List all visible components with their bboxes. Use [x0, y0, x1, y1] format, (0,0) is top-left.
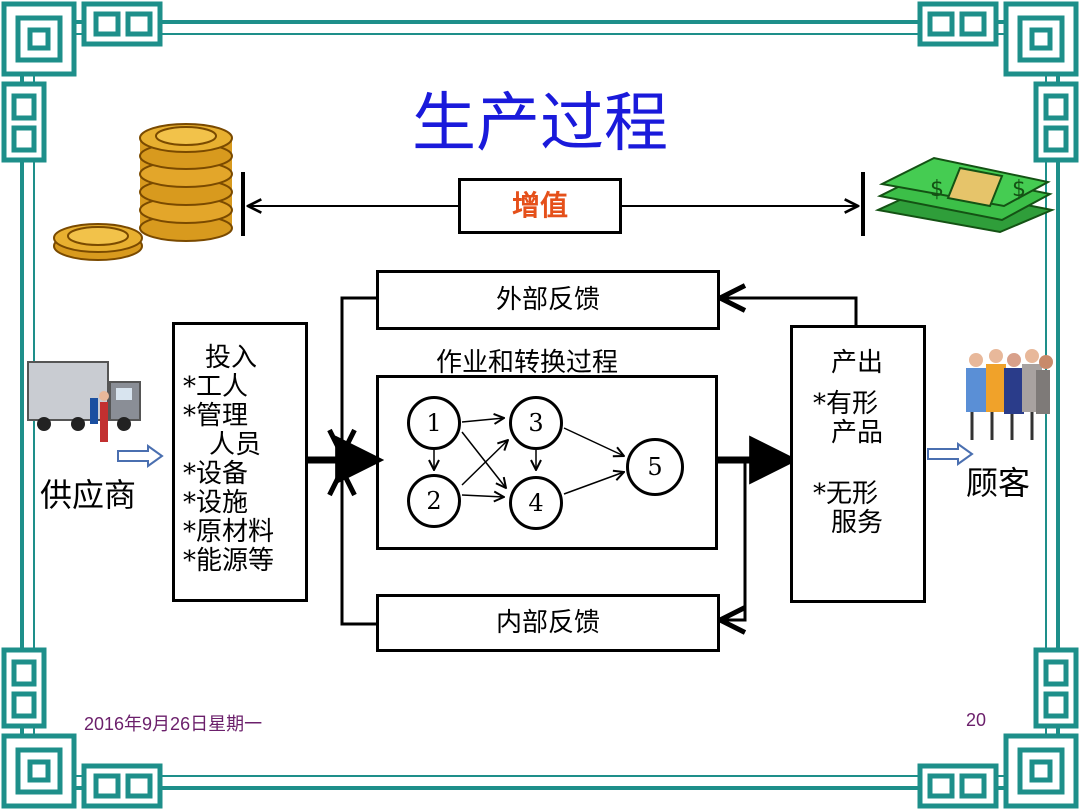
svg-text:$: $ [930, 177, 944, 202]
slide-title: 生产过程 [412, 87, 668, 161]
internal-feedback-box: 内部反馈 [376, 594, 720, 652]
output-item-products: 产品 [831, 418, 884, 448]
input-item-facilities: *设施 [183, 488, 249, 518]
internal-feedback-loop [342, 460, 747, 624]
value-added-label: 增值 [511, 189, 568, 222]
corner-ornament-bottom-left [1, 647, 163, 809]
input-item-workers: *工人 [183, 372, 249, 402]
output-list-intangible: *无形 服务 [813, 480, 883, 538]
output-item-intangible: *无形 [813, 479, 879, 509]
customer-label: 顾客 [966, 464, 1031, 502]
cash-stack-icon: $ $ [874, 156, 1056, 234]
coins-icon [53, 123, 233, 261]
input-title: 投入 [205, 343, 258, 373]
output-list-tangible: *有形 产品 [813, 390, 883, 448]
external-feedback-label: 外部反馈 [495, 285, 600, 315]
corner-ornament-top-right [917, 1, 1079, 163]
page-number: 20 [966, 710, 987, 730]
external-feedback-box: 外部反馈 [376, 270, 720, 330]
supplier-label: 供应商 [40, 476, 137, 514]
process-node-2: 2 [407, 474, 461, 528]
input-item-personnel: 人员 [209, 430, 262, 460]
hollow-arrows [117, 442, 974, 468]
process-node-4: 4 [509, 476, 563, 530]
process-node-3: 3 [509, 396, 563, 450]
corner-ornament-top-left [1, 1, 163, 163]
output-item-tangible: *有形 [813, 389, 879, 419]
input-item-management: *管理 [183, 401, 249, 431]
value-added-span [241, 172, 865, 236]
output-item-services: 服务 [831, 508, 884, 538]
process-box [376, 375, 718, 550]
value-added-box: 增值 [458, 178, 622, 234]
corner-ornament-bottom-right [917, 647, 1079, 809]
truck-icon [27, 361, 141, 442]
external-feedback-loop [342, 298, 858, 455]
process-title: 作业和转换过程 [436, 348, 619, 378]
people-group-icon [966, 349, 1053, 440]
process-node-5: 5 [626, 438, 684, 496]
input-list: *工人 *管理 人员 *设备 *设施 *原材料 *能源等 [183, 373, 274, 576]
svg-text:$: $ [1012, 177, 1026, 202]
input-item-energy: *能源等 [183, 546, 275, 576]
process-network-edges [434, 418, 624, 497]
input-item-equipment: *设备 [183, 459, 249, 489]
footer-date: 2016年9月26日星期一 [84, 714, 263, 734]
process-node-1: 1 [407, 396, 461, 450]
input-box: 投入 *工人 *管理 人员 *设备 *设施 *原材料 *能源等 [172, 322, 308, 602]
input-item-materials: *原材料 [183, 517, 275, 547]
output-box: 产出 *有形 产品 *无形 服务 [790, 325, 926, 603]
output-title: 产出 [831, 348, 884, 378]
internal-feedback-label: 内部反馈 [495, 608, 600, 638]
